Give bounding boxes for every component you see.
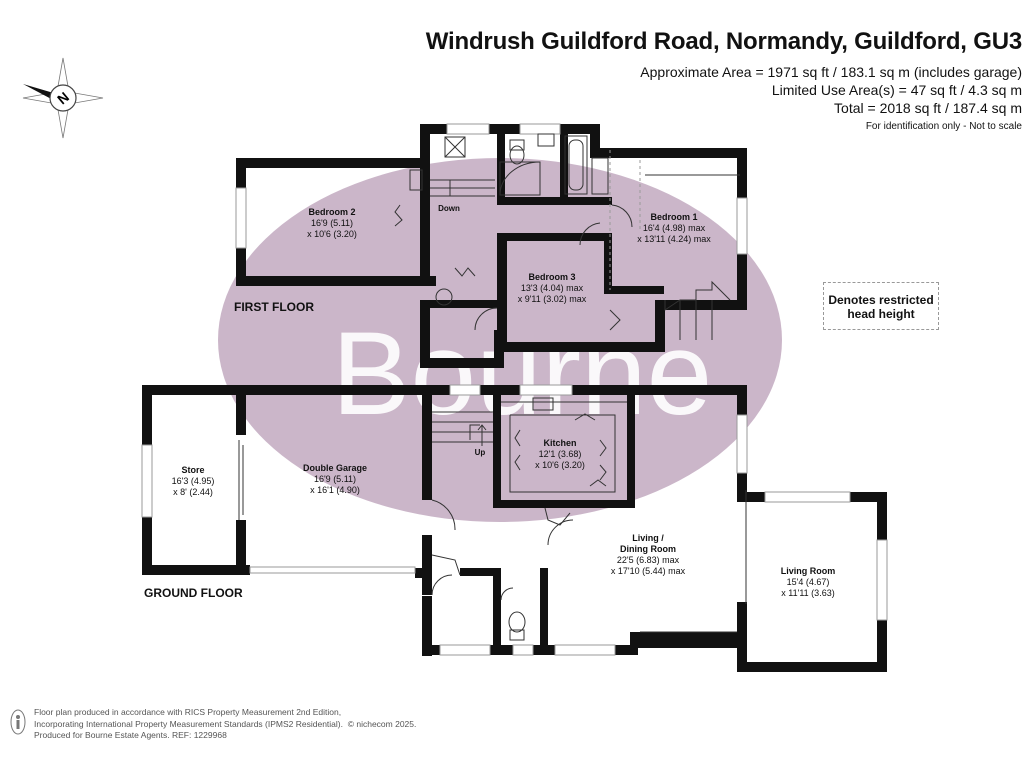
restricted-height-legend: Denotes restricted head height (823, 282, 939, 330)
ground-floor-fixtures (238, 397, 747, 641)
footer-line-3: Produced for Bourne Estate Agents. REF: … (34, 730, 227, 740)
room-dimension: x 8' (2.44) (173, 487, 213, 497)
room-name: Living / (632, 533, 664, 543)
ground-floor-label: GROUND FLOOR (144, 586, 243, 600)
room-name: Dining Room (620, 544, 676, 554)
footer-line-2: Incorporating International Property Mea… (34, 718, 343, 729)
room-dimension: x 11'11 (3.63) (781, 588, 835, 598)
page-title: Windrush Guildford Road, Normandy, Guild… (425, 28, 1022, 55)
room-bedroom-2: Bedroom 2 16'9 (5.11) x 10'6 (3.20) (292, 207, 372, 240)
restricted-height-lines (609, 150, 641, 290)
room-name: Living Room (780, 566, 836, 576)
room-dimension: 16'4 (4.98) max (642, 223, 706, 233)
identification-note: For identification only - Not to scale (865, 121, 1022, 132)
stairs-up-text: Up (474, 448, 486, 457)
footer-line-1: Floor plan produced in accordance with R… (34, 707, 342, 717)
person-scale-icon (10, 709, 26, 735)
room-dimension: x 17'10 (5.44) max (610, 566, 686, 576)
room-dimension: 22'5 (6.83) max (616, 555, 680, 565)
room-dimension: 13'3 (4.04) max (520, 283, 584, 293)
ground-floor-windows (141, 384, 888, 656)
room-name: Bedroom 2 (308, 207, 356, 217)
room-name: Store (181, 465, 205, 475)
room-dimension: x 10'6 (3.20) (535, 460, 585, 470)
room-double-garage: Double Garage 16'9 (5.11) x 16'1 (4.90) (290, 463, 380, 496)
watermark-text: Bourne (332, 308, 713, 440)
room-bedroom-1: Bedroom 1 16'4 (4.98) max x 13'11 (4.24)… (628, 212, 720, 245)
room-name: Kitchen (543, 438, 577, 448)
room-store: Store 16'3 (4.95) x 8' (2.44) (160, 465, 226, 498)
room-name: Bedroom 1 (650, 212, 698, 222)
room-dimension: 16'9 (5.11) (310, 218, 354, 228)
footer-copyright: © nichecom 2025. (347, 718, 417, 729)
first-floor-windows (235, 123, 748, 255)
approximate-area: Approximate Area = 1971 sq ft / 183.1 sq… (640, 64, 1022, 80)
room-dimension: 15'4 (4.67) (786, 577, 830, 587)
legend-line-1: Denotes restricted (828, 293, 934, 307)
first-floor-walls (236, 124, 747, 368)
first-floor-label: FIRST FLOOR (234, 300, 314, 314)
total-area: Total = 2018 sq ft / 187.4 sq m (834, 100, 1022, 116)
room-dimension: x 10'6 (3.20) (307, 229, 357, 239)
stairs-up-label: Up (470, 447, 490, 458)
room-dimension: x 13'11 (4.24) max (637, 234, 711, 244)
room-living-dining: Living / Dining Room 22'5 (6.83) max x 1… (600, 533, 696, 577)
room-dimension: x 16'1 (4.90) (310, 485, 360, 495)
room-dimension: x 9'11 (3.02) max (517, 294, 587, 304)
room-bedroom-3: Bedroom 3 13'3 (4.04) max x 9'11 (3.02) … (508, 272, 596, 305)
stairs-down-text: Down (438, 204, 460, 213)
room-name: Bedroom 3 (528, 272, 576, 282)
footer-text: Floor plan produced in accordance with R… (34, 707, 416, 742)
room-dimension: 12'1 (3.68) (538, 449, 582, 459)
room-dimension: 16'9 (5.11) (313, 474, 357, 484)
room-kitchen: Kitchen 12'1 (3.68) x 10'6 (3.20) (522, 438, 598, 471)
compass-icon: N (22, 57, 104, 139)
room-name: Double Garage (302, 463, 367, 473)
room-dimension: 16'3 (4.95) (171, 476, 215, 486)
room-living-room: Living Room 15'4 (4.67) x 11'11 (3.63) (768, 566, 848, 599)
legend-line-2: head height (847, 307, 915, 321)
limited-use-area: Limited Use Area(s) = 47 sq ft / 4.3 sq … (771, 82, 1022, 98)
stairs-down-label: Down (436, 203, 462, 214)
first-floor-fixtures (394, 133, 740, 340)
